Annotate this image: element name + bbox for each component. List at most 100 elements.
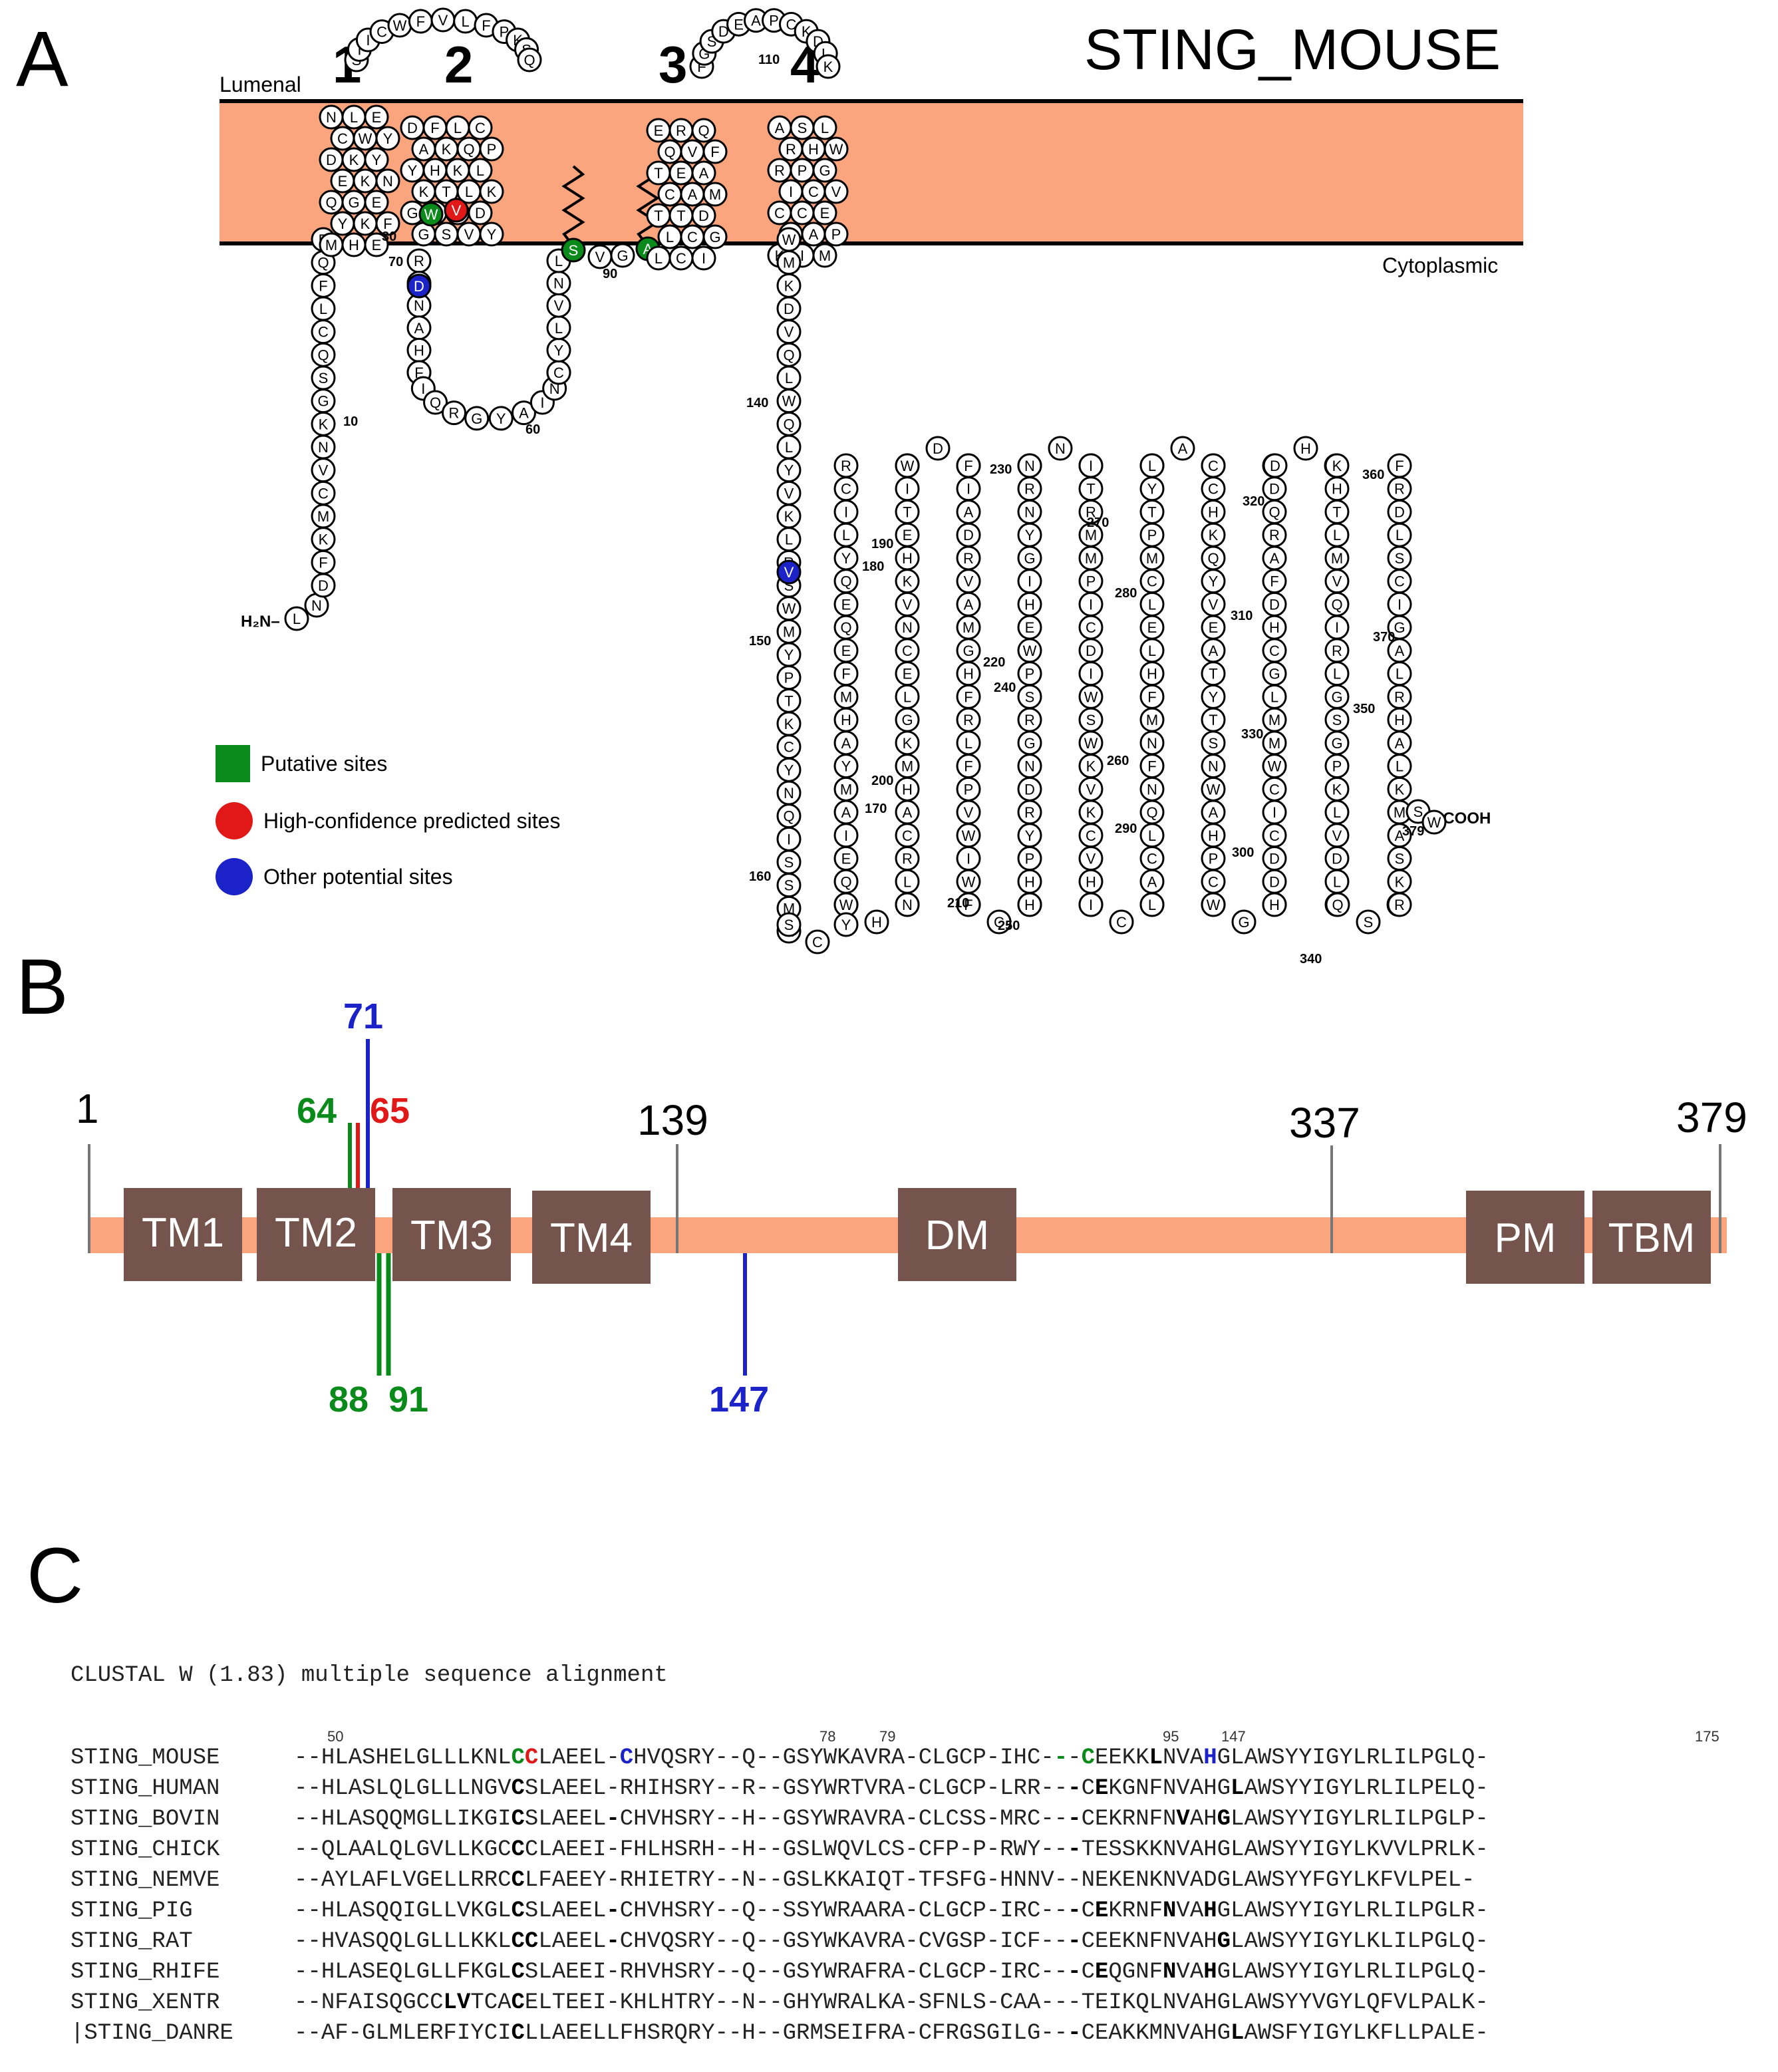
alignment-title: CLUSTAL W (1.83) multiple sequence align… (71, 1663, 668, 1688)
residue-letter: H (902, 781, 913, 798)
residue-letter: H (1024, 596, 1035, 613)
residue-letter: H (1208, 827, 1219, 844)
residue-letter: N (553, 275, 564, 292)
alignment-position-175: 175 (1695, 1728, 1719, 1745)
residue-letter: A (809, 226, 819, 243)
residue-letter: R (1394, 688, 1405, 705)
residue-letter: D (318, 577, 329, 594)
panel-b-label: B (16, 943, 69, 1031)
residue-letter: N (326, 109, 337, 126)
residue-letter: P (1332, 758, 1342, 775)
residue-letter: M (783, 255, 795, 271)
residue-letter: D (1394, 504, 1405, 520)
residue-letter: I (789, 184, 793, 200)
residue-letter: A (1209, 643, 1219, 659)
residue-letter: F (482, 17, 490, 34)
domain-label-tm2: TM2 (275, 1210, 357, 1256)
residue-letter: Q (523, 52, 535, 69)
residue-letter: R (1332, 643, 1342, 659)
residue-letter: H (414, 342, 424, 359)
residue-letter: Y (784, 462, 794, 479)
site-label-64: 64 (297, 1091, 337, 1131)
residue-letter: C (337, 130, 348, 147)
residue-letter: M (783, 623, 795, 640)
residue-number: 270 (1087, 516, 1109, 530)
residue-letter: T (903, 504, 911, 520)
residue-letter: P (769, 13, 779, 29)
residue-letter: E (1147, 619, 1157, 636)
residue-letter: G (963, 643, 974, 659)
residue-letter: Q (1268, 504, 1280, 520)
residue-letter: A (699, 165, 709, 182)
domain-label-tbm: TBM (1608, 1215, 1696, 1261)
residue-letter: Q (1332, 897, 1343, 913)
site-label-65: 65 (370, 1091, 410, 1131)
alignment-sequence-name: STING_CHICK (71, 1837, 220, 1862)
residue-letter: C (676, 250, 686, 267)
residue-letter: H (1269, 619, 1280, 636)
residue-numbers: 1030607090110140150160170180190200210220… (343, 53, 1424, 966)
residue-letter: T (784, 692, 793, 709)
residue-letter: H (1208, 504, 1219, 520)
residue-letter: V (554, 297, 564, 314)
residue-bead (1139, 892, 1165, 917)
residue-letter: R (1394, 481, 1405, 498)
residue-letter: E (372, 194, 382, 211)
residue-letter: N (1024, 458, 1035, 474)
residue-letter: V (1332, 573, 1342, 590)
residue-letter: S (1364, 914, 1374, 931)
residue-letter: W (1207, 897, 1221, 913)
residue-letter: M (1268, 712, 1280, 728)
residue-letter: E (338, 173, 348, 190)
residue-letter: F (964, 758, 972, 775)
residue-letter: L (319, 301, 327, 317)
alignment-sequence-name: STING_RAT (71, 1929, 193, 1954)
residue-letter: L (555, 320, 563, 337)
legend-putative: Putative sites (216, 745, 387, 782)
residue-letter: A (841, 804, 851, 821)
residue-bead (833, 912, 859, 937)
residue-letter: G (1331, 735, 1342, 752)
residue-bead (479, 222, 504, 247)
residue-letter: D (718, 23, 729, 40)
residue-letter: G (819, 162, 830, 179)
residue-letter: H (1394, 712, 1405, 728)
residue-letter: W (839, 897, 853, 913)
residue-letter: N (902, 897, 913, 913)
residue-letter: N (414, 297, 424, 314)
residue-letter: K (784, 508, 794, 525)
residue-bead (423, 390, 448, 415)
residue-number: 90 (603, 267, 617, 281)
residue-letter: L (476, 162, 484, 179)
alignment-row: STING_CHICK--QLAALQLGVLLKGCCCLAEEI-FHLHS… (71, 1839, 1489, 1861)
residue-letter: I (1089, 458, 1093, 474)
alignment-sequence-name: STING_PIG (71, 1898, 193, 1924)
residue-letter: I (421, 380, 425, 397)
residue-letter: A (775, 120, 785, 136)
panel-a-label: A (16, 15, 69, 103)
residue-letter: K (1209, 527, 1219, 543)
residue-letter: D (1270, 458, 1280, 474)
residue-number: 230 (990, 462, 1012, 477)
residue-number: 140 (746, 396, 768, 410)
residue-letter: A (1209, 804, 1219, 821)
residue-letter: R (902, 851, 913, 867)
alignment-sequence: --HLASQQMGLLIKGICSLAEEL-CHVHSRY--H--GSYW… (294, 1807, 1489, 1832)
residue-letter: L (462, 13, 470, 30)
domain-box-dm (898, 1188, 1016, 1281)
residue-letter: A (964, 596, 974, 613)
residue-bead (1262, 892, 1287, 917)
residue-letter: I (844, 827, 848, 844)
residue-letter: C (318, 485, 329, 502)
residue-letter: C (808, 184, 819, 200)
residue-letter: F (430, 120, 439, 136)
residue-letter: K (319, 416, 329, 432)
residue-letter: C (774, 205, 785, 222)
residue-letter: D (784, 301, 794, 317)
residue-letter: F (1270, 573, 1278, 590)
residue-number: 370 (1373, 630, 1395, 645)
residue-letter: A (903, 804, 913, 821)
residue-letter: L (903, 688, 911, 705)
residue-bead (702, 224, 728, 249)
residue-bead (805, 929, 830, 955)
